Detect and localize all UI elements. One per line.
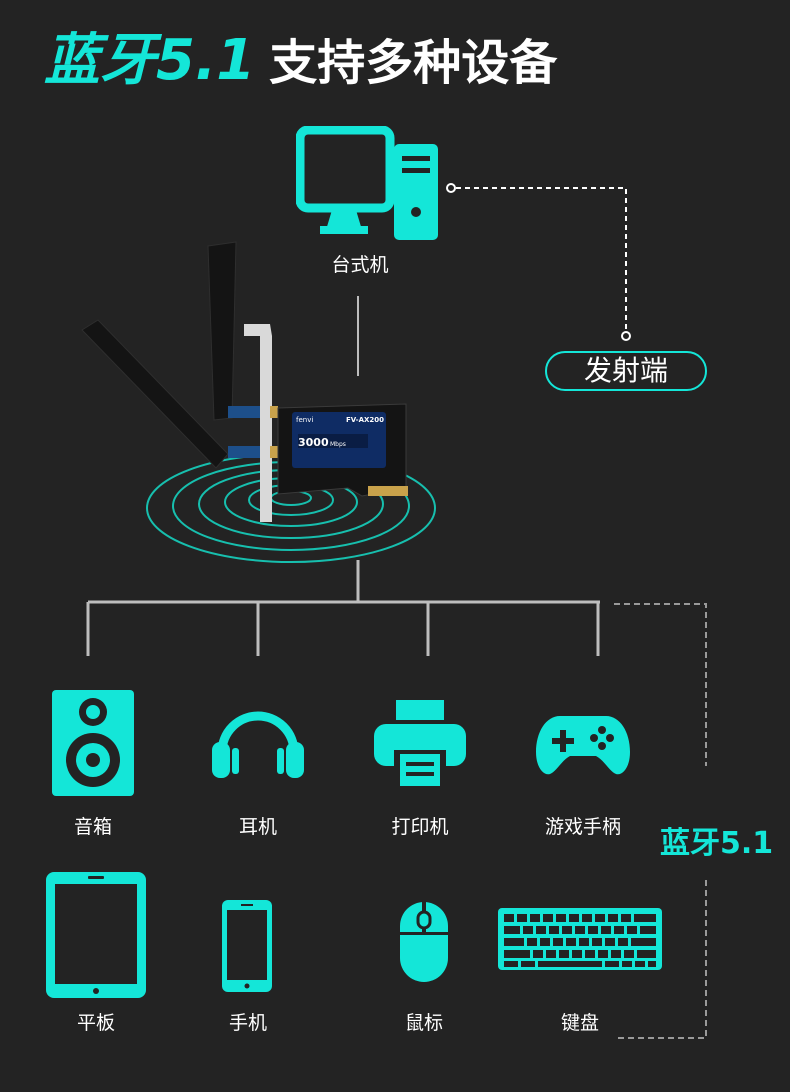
device-tree-lines: [86, 560, 600, 656]
gamepad-icon: [536, 716, 630, 775]
transmitter-dashed-connector: [446, 183, 631, 341]
title-accent: 蓝牙5.1: [44, 28, 256, 93]
desktop-connector-line: [357, 296, 359, 376]
card-brand: fenvi: [296, 416, 313, 424]
wifi-card-image: fenvi FV-AX200 3000 Mbps: [81, 241, 436, 563]
bluetooth-side-label: 蓝牙5.1: [660, 826, 774, 861]
device-label-mouse: 鼠标: [404, 1012, 443, 1034]
tablet-icon: [46, 872, 146, 998]
title-rest: 支持多种设备: [269, 35, 558, 91]
headphones-icon: [212, 711, 304, 778]
card-speed-unit: Mbps: [330, 441, 346, 448]
device-label-phone: 手机: [228, 1012, 267, 1034]
device-label-headphones: 耳机: [238, 816, 277, 838]
phone-icon: [222, 900, 272, 992]
printer-icon: [374, 700, 466, 788]
desktop-label: 台式机: [331, 254, 389, 276]
transmitter-badge: 发射端: [545, 351, 707, 391]
device-label-speaker: 音箱: [73, 816, 112, 838]
device-label-tablet: 平板: [76, 1012, 115, 1034]
mouse-icon: [400, 902, 448, 982]
device-label-keyboard: 键盘: [560, 1012, 599, 1034]
keyboard-icon: [498, 908, 662, 970]
speaker-icon: [52, 690, 134, 796]
device-label-gamepad: 游戏手柄: [544, 816, 621, 838]
card-speed: 3000: [298, 436, 329, 449]
bluetooth-dashed-bracket: [614, 603, 707, 1039]
desktop-computer-icon: [296, 126, 438, 240]
device-label-printer: 打印机: [391, 816, 449, 838]
card-model: FV-AX200: [346, 416, 384, 424]
